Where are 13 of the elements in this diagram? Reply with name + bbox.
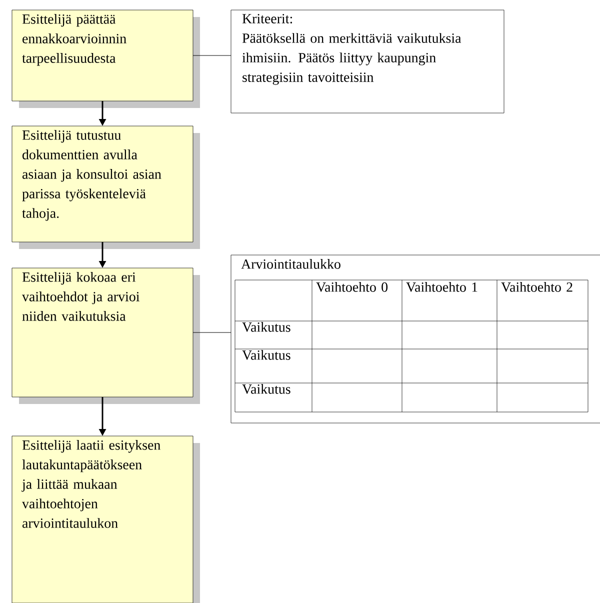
connector-line <box>192 332 232 333</box>
process-box: Esittelijä tutustuu dokumenttien avulla asiaan ja konsultoi asian parissa työskenteleviä tahoja. <box>12 126 200 249</box>
process-box: Esittelijä päättää ennakkoarvioinnin tarpeellisuudesta <box>12 10 200 108</box>
process-box: Esittelijä laatii esityksen lautakuntapäätökseen ja liittää mukaan vaihtoehtojen arviointitaulukon <box>12 436 200 603</box>
column-header: Vaihtoehto 1 <box>406 282 478 292</box>
row-header: Vaikutus <box>242 384 290 394</box>
row-header: Vaikutus <box>242 322 290 332</box>
column-header: Vaihtoehto 0 <box>316 282 388 292</box>
connector-line <box>192 55 232 56</box>
column-header: Vaihtoehto 2 <box>501 282 572 292</box>
process-box: Esittelijä kokoaa eri vaihtoehdot ja arvioi niiden vaikutuksia <box>12 268 200 404</box>
note-box: Kriteerit: Päätöksellä on merkittäviä vaikutuksia ihmisiin. Päätös liittyy kaupungin strategisiin tavoitteisiin <box>230 10 504 114</box>
row-header: Vaikutus <box>242 350 290 360</box>
